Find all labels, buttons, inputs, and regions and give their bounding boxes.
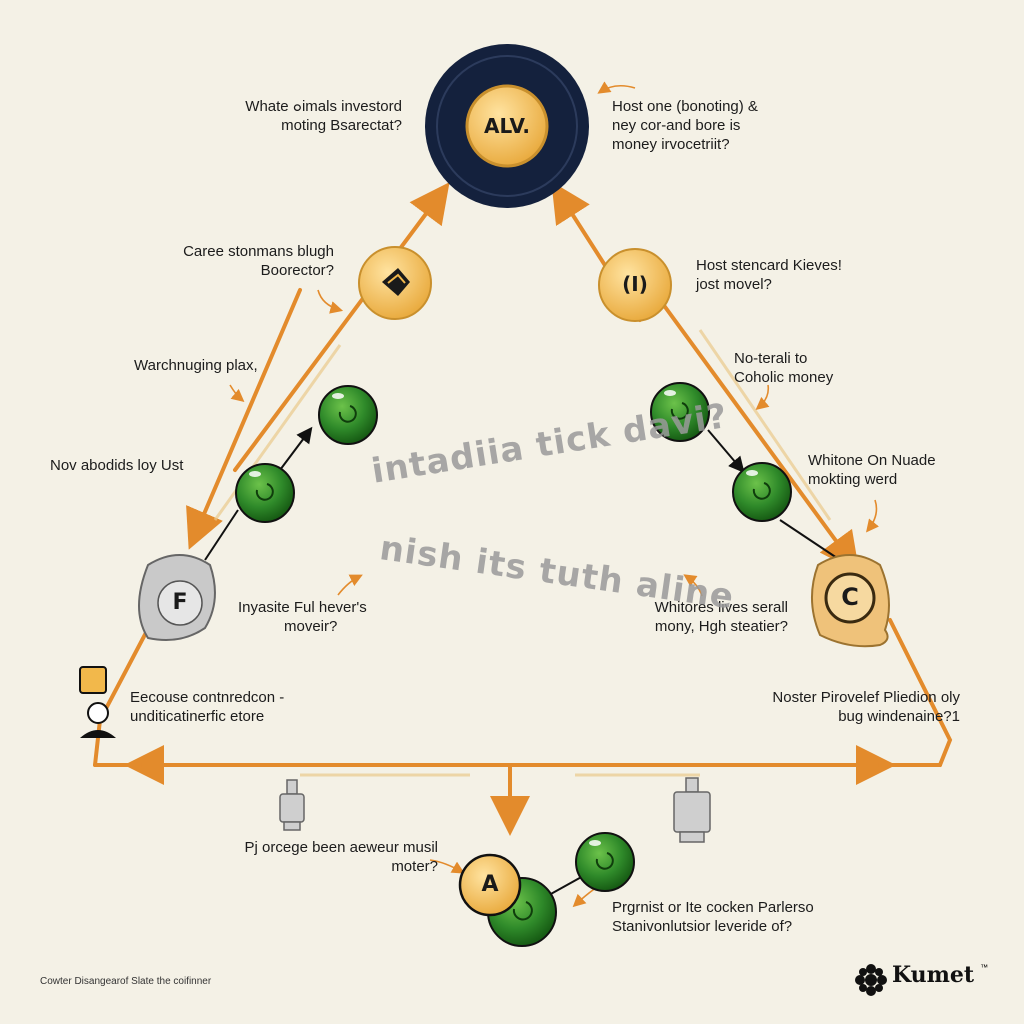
label-center-left: Inyasite Ful hever's moveir? — [238, 599, 367, 635]
label-right-1: Host stencard Kieves! jost movel? — [696, 257, 842, 293]
brand-logo: Kumet ™ — [892, 962, 988, 988]
label-right-3: Whitone On Nuade mokting werd — [808, 452, 936, 488]
coin-highlights — [249, 390, 758, 846]
green-coin-bottom-right — [575, 832, 635, 892]
footer-caption: Cowter Disangearof Slate the coifinner — [40, 976, 212, 987]
green-coin-left-lower — [235, 463, 295, 523]
green-coin-right-lower — [732, 462, 792, 522]
label-bottom-right: Prgrnist or Ite cocken Parlerso Stanivon… — [612, 899, 814, 935]
label-left-4: Eecouse contnredcon - unditicatinerfic e… — [130, 689, 285, 725]
right-edge-arrow-down — [658, 298, 860, 573]
label-top-right: Host one (bonoting) & ney cor-and bore i… — [612, 98, 758, 153]
label-right-2: No-terali to Coholic money — [734, 350, 834, 386]
label-center-right: Whitores lives serall mony, Hgh steatier… — [654, 599, 788, 635]
right-badge-letter: C — [841, 583, 859, 611]
right-descend — [888, 618, 953, 767]
top-node-label: ALV. — [484, 114, 530, 138]
label-right-4: Noster Pirovelef Pliedion oly bug winden… — [772, 689, 960, 725]
label-left-3: Nov abodids loy Ust — [50, 457, 184, 474]
left-badge-letter: F — [172, 590, 188, 615]
left-badge — [138, 554, 216, 641]
upper-right-coin-letter: (I) — [622, 272, 648, 296]
black-connectors — [204, 426, 841, 901]
label-bottom-left: Pj orcege been aeweur musil moter? — [244, 839, 438, 875]
green-coin-left-upper — [318, 385, 378, 445]
pillar-icon-right — [673, 777, 711, 843]
brand-name: Kumet — [892, 962, 975, 988]
pillar-icon-left — [279, 779, 305, 831]
top-node — [425, 44, 589, 208]
green-coin-right-upper — [650, 382, 710, 442]
upper-left-coin — [358, 246, 432, 320]
right-badge — [810, 554, 890, 648]
label-left-1: Caree stonmans blugh Boorector? — [183, 243, 334, 279]
green-coin-swirls — [255, 402, 771, 921]
label-left-2: Warchnuging plax, — [134, 357, 258, 374]
left-edge-arrow-down — [186, 288, 302, 550]
bottom-coin — [458, 853, 522, 917]
person-icon — [79, 666, 116, 738]
brand-flower-icon — [855, 964, 887, 996]
brand-trademark: ™ — [980, 962, 989, 972]
label-top-left: Whate ๐imals investord moting Bsarectat? — [245, 98, 402, 134]
bottom-coin-letter: A — [481, 872, 499, 897]
upper-right-coin — [598, 248, 672, 322]
left-edge-arrow-up — [233, 182, 450, 472]
